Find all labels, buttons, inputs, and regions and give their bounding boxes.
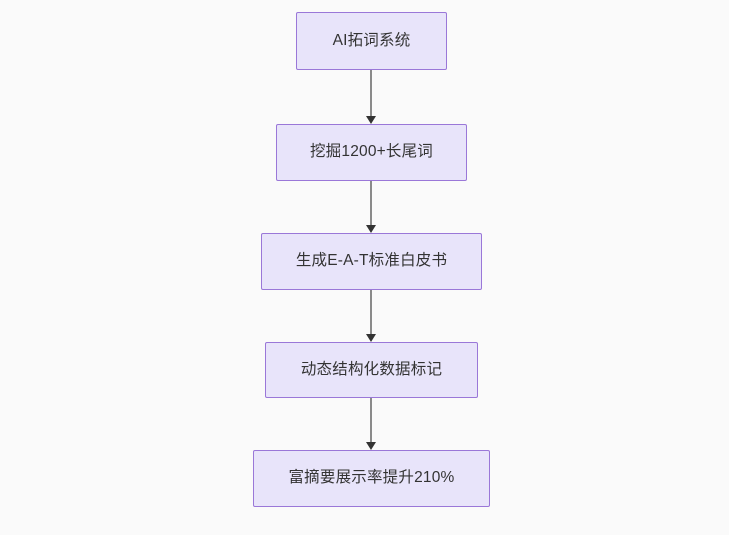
flow-node-dynamic-structured-data-markup[interactable]: 动态结构化数据标记 [265,342,478,398]
arrowhead-icon [365,334,376,342]
flow-node-mine-longtail-keywords[interactable]: 挖掘1200+长尾词 [276,124,467,181]
arrowhead-icon [365,116,376,124]
flow-node-label: AI拓词系统 [332,31,411,49]
flow-node-generate-eat-whitepaper[interactable]: 生成E-A-T标准白皮书 [261,233,482,290]
flow-node-label: 富摘要展示率提升210% [288,469,455,487]
edge-line [369,181,373,225]
edge-line [369,70,373,116]
flow-node-ai-keyword-system[interactable]: AI拓词系统 [296,12,447,70]
flow-node-rich-snippet-impression-lift[interactable]: 富摘要展示率提升210% [253,450,490,507]
arrowhead-icon [365,225,376,233]
flow-node-label: 挖掘1200+长尾词 [309,143,434,161]
flow-node-label: 动态结构化数据标记 [300,360,443,378]
edge-line [369,290,373,334]
edge-line [369,398,373,442]
flow-node-label: 生成E-A-T标准白皮书 [295,252,448,270]
arrowhead-icon [365,442,376,450]
